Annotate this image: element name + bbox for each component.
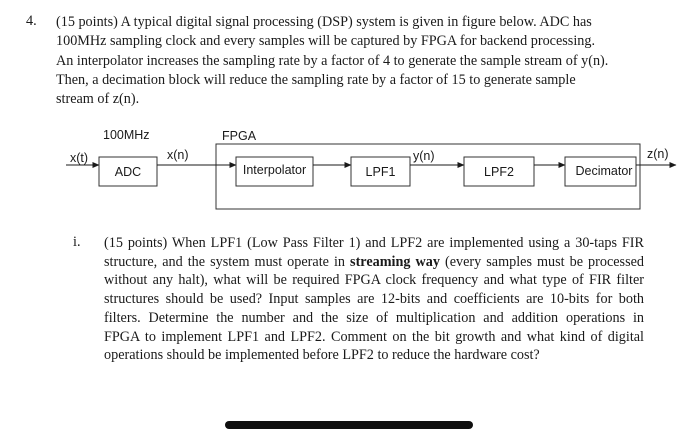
clock-label: 100MHz <box>103 128 150 142</box>
subquestion-line: structure, and the system must operate i… <box>104 253 644 272</box>
subquestion-line: without any halt), what will be required… <box>104 271 644 290</box>
question-line: 100MHz sampling clock and every samples … <box>56 33 595 50</box>
question-text: (15 points) A typical digital signal pro… <box>56 13 656 109</box>
lpf1-block-label: LPF1 <box>366 165 396 179</box>
subquestion-line: filters. Determine the number and the si… <box>104 309 644 328</box>
lpf2-block-label: LPF2 <box>484 165 514 179</box>
subquestion-number: i. <box>73 234 81 250</box>
output-signal-label: z(n) <box>647 147 669 161</box>
question-line: (15 points) A typical digital signal pro… <box>56 14 592 30</box>
fpga-boundary <box>215 143 641 210</box>
question-line: stream of z(n). <box>56 91 140 108</box>
line-text: without any halt), what will be required… <box>104 272 644 289</box>
decimator-block-label: Decimator <box>576 164 633 178</box>
subquestion-line: (15 points) When LPF1 (Low Pass Filter 1… <box>104 234 644 253</box>
line-text: filters. Determine the number and the si… <box>104 309 644 326</box>
subquestion-line: operations should be implemented before … <box>104 346 644 365</box>
home-indicator-bar[interactable] <box>225 421 473 429</box>
line-text: structure, and the system must operate i… <box>104 253 351 270</box>
emphasis-text: streaming way <box>350 253 440 270</box>
subquestion-line: FPGA to implement LPF1 and LPF2. Comment… <box>104 328 644 347</box>
question-number: 4. <box>26 13 37 29</box>
adc-block <box>98 156 158 187</box>
line-text: (every samples must be processed <box>439 253 644 270</box>
line-text: operations should be implemented before … <box>104 347 540 364</box>
subquestion-line: structures should be used? Input samples… <box>104 290 644 309</box>
subquestion-text: (15 points) When LPF1 (Low Pass Filter 1… <box>104 234 644 365</box>
lpf1-output-label: y(n) <box>413 149 435 163</box>
line-text: FPGA to implement LPF1 and LPF2. Comment… <box>104 328 644 345</box>
interpolator-block-label: Interpolator <box>243 163 306 177</box>
lpf1-block <box>350 156 411 187</box>
question-line: Then, a decimation block will reduce the… <box>56 71 576 88</box>
input-signal-label: x(t) <box>70 151 88 165</box>
question-line: An interpolator increases the sampling r… <box>56 52 609 69</box>
lpf2-block <box>463 156 535 187</box>
interpolator-block <box>235 156 314 187</box>
line-text: structures should be used? Input samples… <box>104 291 644 308</box>
adc-output-label: x(n) <box>167 148 189 162</box>
decimator-block <box>564 156 637 187</box>
adc-block-label: ADC <box>115 165 141 179</box>
fpga-label: FPGA <box>222 129 257 143</box>
line-text: (15 points) When LPF1 (Low Pass Filter 1… <box>104 235 644 251</box>
